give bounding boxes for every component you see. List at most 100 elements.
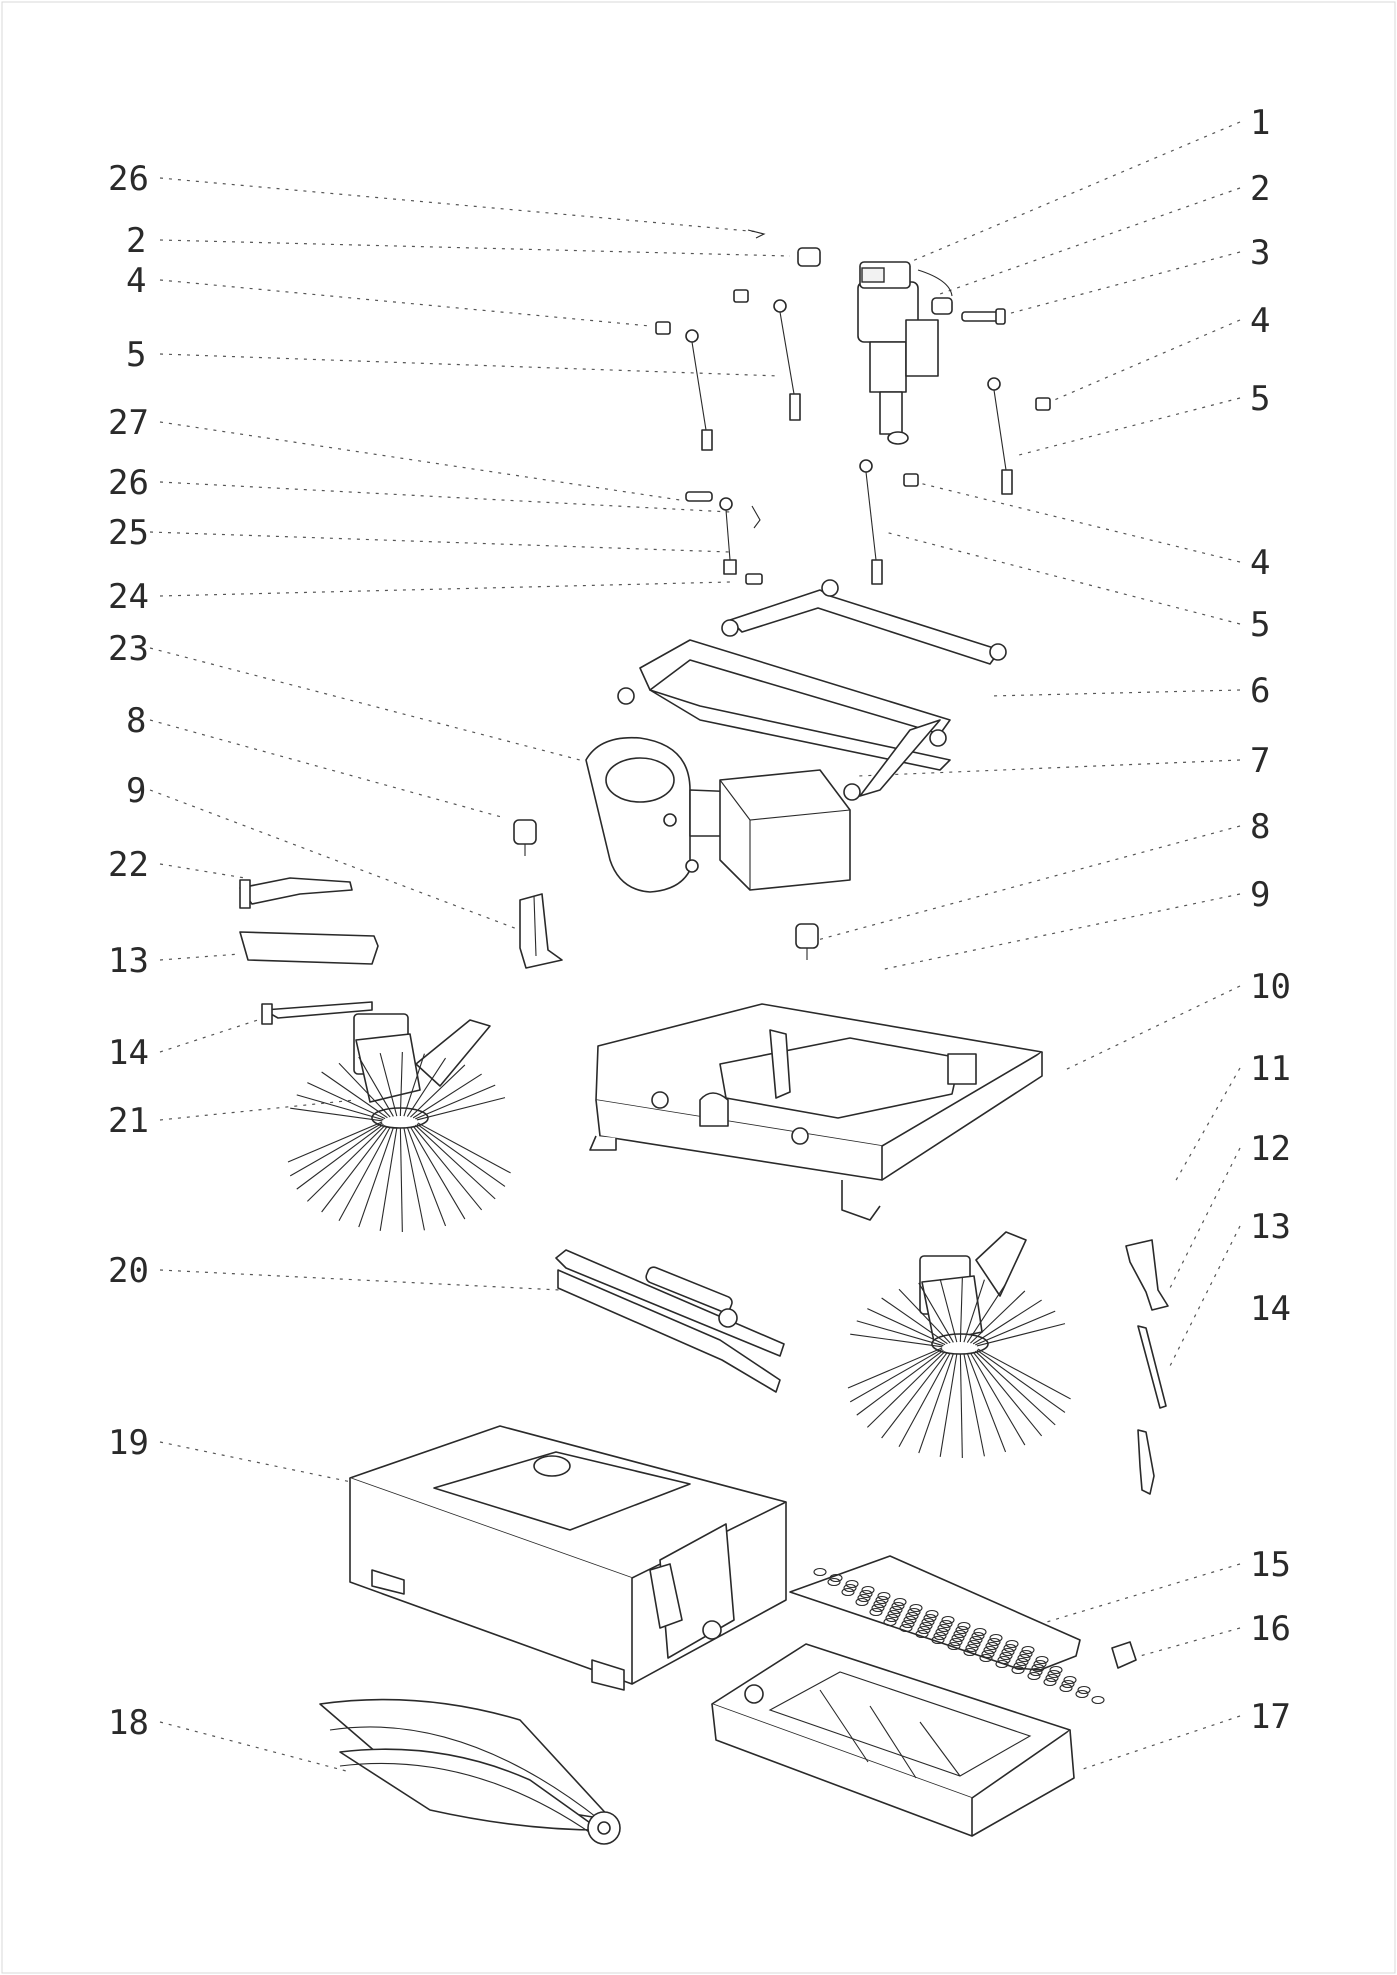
bristle [856,1320,944,1347]
part-9-bracket [519,893,563,969]
plate-hole [1013,1661,1027,1671]
callout-4: 4 [1250,301,1270,341]
plate-hole [1001,1647,1015,1657]
plate-hole [885,1613,899,1623]
plate-hole [921,1617,935,1627]
plate-hole [917,1625,931,1635]
bristle [406,1127,447,1227]
callout-14: 14 [108,1033,149,1073]
bristle [963,1353,985,1457]
bristle [972,1351,1043,1437]
plate-hole [939,1619,953,1629]
plate-hole [971,1631,985,1641]
plate-hole [889,1605,903,1615]
bristle [338,1126,391,1221]
plate-hole [919,1621,933,1631]
leader-lines-right [809,121,1241,1771]
plate-hole [883,1617,897,1627]
plate-hole [985,1641,999,1651]
plate-hole [1011,1665,1025,1675]
callout-17: 17 [1250,1697,1291,1737]
callout-26: 26 [108,159,149,199]
bristle [847,1347,943,1389]
plate-hole [1027,1671,1041,1681]
callout-22: 22 [108,845,149,885]
bristle [881,1297,948,1345]
callout-18: 18 [108,1703,149,1743]
plate-hole [1059,1683,1073,1693]
bristle [379,1127,398,1231]
plate-hole [969,1635,983,1645]
plate-hole [875,1595,889,1605]
part-14-bracket [261,1001,373,1025]
bristle [970,1290,1026,1344]
part-8-bumper [513,819,819,960]
plate-hole [995,1659,1009,1669]
bristle [289,1122,383,1177]
plate-hole [1075,1689,1089,1699]
bristle [414,1124,496,1200]
plate-hole [1043,1677,1057,1687]
plate-hole [855,1597,869,1607]
bristle [306,1124,386,1202]
plate-hole [941,1615,955,1625]
plate-hole [827,1577,841,1587]
callout-6: 6 [1250,671,1270,711]
plate-hole [951,1633,965,1643]
callout-3: 3 [1250,233,1270,273]
plate-hole [1003,1643,1017,1653]
plate-hole [813,1567,827,1577]
plate-hole [1049,1665,1063,1675]
plate-hole [933,1631,947,1641]
plate-hole [1045,1673,1059,1683]
bristle [972,1299,1042,1345]
plate-hole [1029,1667,1043,1677]
bristle [959,1353,963,1458]
plate-hole [1077,1685,1091,1695]
callout-8: 8 [126,701,146,741]
plate-hole [873,1599,887,1609]
bristle [976,1323,1066,1347]
callout-10: 10 [1250,967,1291,1007]
plate-hole [937,1623,951,1633]
plate-hole [829,1573,843,1583]
bristle [963,1279,985,1343]
plate-hole [893,1597,907,1607]
callout-14: 14 [1250,1289,1291,1329]
callout-13: 13 [1250,1207,1291,1247]
bristle [296,1094,384,1121]
bristle [358,1056,394,1117]
part-13-plate-right [1137,1325,1167,1409]
bristle [966,1283,1007,1343]
callouts-left: 26 2 4 5 27 26 25 24 23 8 9 22 13 14 21 … [108,159,149,1743]
callout-24: 24 [108,577,149,617]
plate-hole [963,1647,977,1657]
bristle [307,1082,386,1120]
callout-5: 5 [1250,379,1270,419]
callout-9: 9 [126,771,146,811]
plate-hole [923,1613,937,1623]
bristle [410,1064,466,1118]
plate-hole [999,1651,1013,1661]
bristle [412,1073,482,1119]
part-16-clip [1111,1641,1137,1669]
bristle [415,1084,496,1120]
plate-hole [925,1609,939,1619]
plate-hole [901,1619,915,1629]
bristle [969,1352,1026,1446]
callout-20: 20 [108,1251,149,1291]
bristle [856,1349,944,1416]
plate-hole [967,1639,981,1649]
callout-5: 5 [1250,605,1270,645]
plate-hole [973,1627,987,1637]
callout-7: 7 [1250,741,1270,781]
plate-hole [983,1645,997,1655]
part-5-tie-rod [685,299,1013,585]
brush-bristles [847,1277,1071,1458]
plate-hole [841,1587,855,1597]
bristle [850,1333,943,1348]
plate-hole [953,1629,967,1639]
plate-hole [979,1653,993,1663]
